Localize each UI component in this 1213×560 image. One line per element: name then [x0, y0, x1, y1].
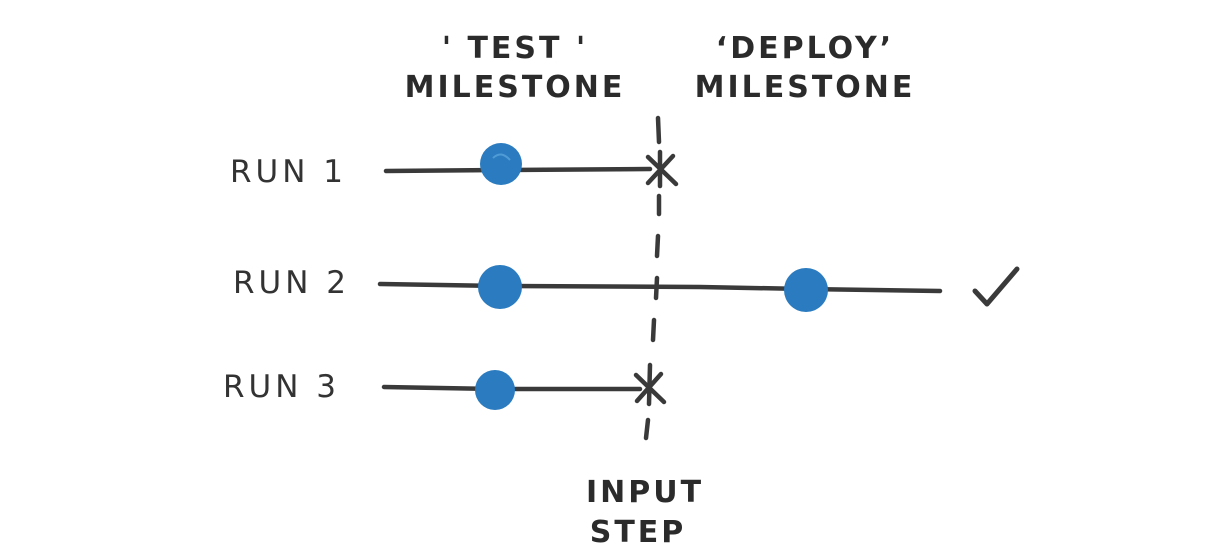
run-3-label: RUN 3	[223, 369, 340, 405]
run-1-label: RUN 1	[230, 154, 347, 190]
check-icon	[972, 266, 1020, 307]
input-step-line2: STEP	[590, 515, 687, 550]
deploy-milestone-title-line2: MILESTONE	[695, 70, 916, 105]
milestone-dot-icon	[478, 265, 522, 309]
dot-highlight	[492, 153, 511, 161]
input-step-label: INPUT STEP	[586, 475, 704, 550]
divider-dash	[643, 417, 651, 441]
milestone-dot-icon	[475, 370, 515, 410]
divider-dash	[654, 233, 661, 259]
run-2-line	[377, 281, 943, 294]
cross-icon	[645, 149, 679, 189]
deploy-milestone-header: ‘DEPLOY’ MILESTONE	[695, 31, 916, 105]
test-milestone-header: ' TEST ' MILESTONE	[405, 31, 626, 105]
divider-dash	[650, 317, 657, 343]
run-1-track	[383, 143, 679, 189]
deploy-milestone-title-line1: ‘DEPLOY’	[716, 31, 894, 66]
milestone-dot-icon	[784, 268, 828, 312]
test-milestone-title-line2: MILESTONE	[405, 70, 626, 105]
run-2-track	[377, 265, 1020, 312]
run-3-track	[381, 362, 667, 410]
run-2-label: RUN 2	[233, 265, 350, 301]
divider-dash	[655, 115, 662, 145]
cross-icon	[633, 362, 667, 407]
input-step-line1: INPUT	[586, 475, 704, 510]
input-step-divider	[643, 115, 662, 441]
milestone-dot-icon	[480, 143, 522, 185]
test-milestone-title-line1: ' TEST '	[442, 31, 588, 66]
